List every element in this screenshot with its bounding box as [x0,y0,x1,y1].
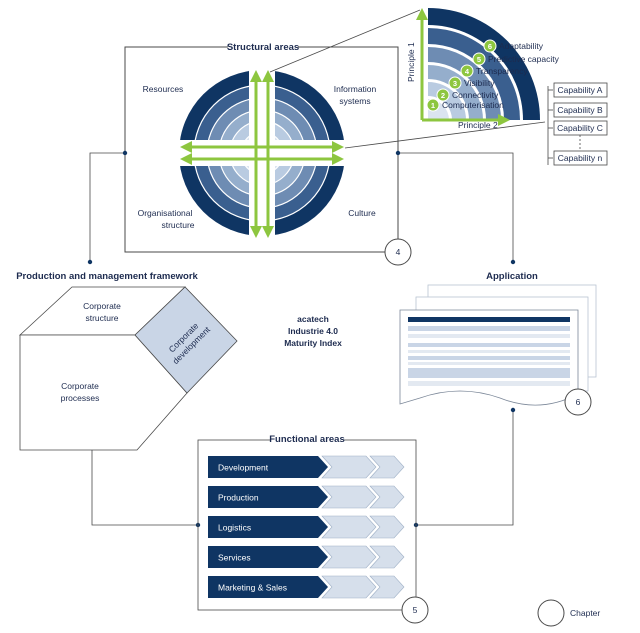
maturity-stage-number: 2 [441,91,445,100]
svg-text:acatech: acatech [297,314,329,324]
zoom-lines [269,9,546,149]
capabilities-list: Capability A Capability B Capability C C… [547,82,608,166]
maturity-stage-1: 1 Computerisation [426,98,504,112]
connector-lines [89,152,514,526]
quadrant-information-systems-1: Information [334,84,377,94]
svg-text:Industrie 4.0: Industrie 4.0 [288,326,338,336]
quadrant-culture: Culture [348,208,376,218]
maturity-stage-label: Connectivity [452,90,499,100]
maturity-stage-4: 4 Transparency [460,64,528,78]
svg-text:Maturity Index: Maturity Index [284,338,342,348]
chapter-legend: Chapter [537,599,600,627]
quadrant-resources: Resources [143,84,184,94]
functional-row: Development [208,455,405,479]
maturity-stage-number: 4 [465,67,470,76]
chapter-badge-6: 6 [564,388,592,416]
maturity-stage-3: 3 Visibility [448,76,495,90]
maturity-stage-label: Adaptability [499,41,544,51]
maturity-stage-label: Visibility [464,78,495,88]
corporate-processes-label-2: processes [61,393,100,403]
svg-text:4: 4 [396,247,401,257]
svg-text:5: 5 [413,605,418,615]
functional-areas-title: Functional areas [269,434,345,445]
framework-title: Production and management framework [16,271,198,282]
capability-a: Capability A [553,82,608,98]
functional-row: Services [208,545,405,569]
principle-1-label: Principle 1 [406,42,416,82]
structural-circle [175,66,350,241]
functional-row: Production [208,485,405,509]
maturity-stages-detail: Principle 1 Principle 2 1 Computerisation… [406,8,560,130]
corporate-structure-label-2: structure [85,313,118,323]
corporate-structure-label-1: Corporate [83,301,121,311]
capability-n: Capability n [553,150,608,166]
maturity-stage-number: 6 [488,42,492,51]
functional-areas-section: Functional areas DevelopmentProductionLo… [197,432,429,624]
application-title: Application [486,271,538,282]
functional-row-label: Marketing & Sales [218,583,287,593]
center-title: acatech Industrie 4.0 Maturity Index [284,314,342,348]
svg-text:Capability A: Capability A [558,85,603,95]
structural-areas-title: Structural areas [227,42,299,53]
capability-c: Capability C [553,120,608,136]
maturity-stage-number: 1 [431,101,435,110]
functional-row: Marketing & Sales [208,575,405,599]
application-documents: 6 [399,284,597,416]
chapter-badge-5: 5 [401,596,429,624]
chapter-badge-4: 4 [384,238,412,266]
maturity-stage-5: 5 Predictive capacity [472,52,560,66]
maturity-stage-2: 2 Connectivity [436,88,499,102]
functional-row-label: Logistics [218,523,251,533]
maturity-stage-label: Transparency [476,66,528,76]
capability-b: Capability B [553,102,608,118]
maturity-stage-label: Predictive capacity [488,54,560,64]
quadrant-organisational-structure-2: structure [161,220,194,230]
maturity-stage-number: 3 [453,79,457,88]
corporate-processes-label-1: Corporate [61,381,99,391]
chapter-legend-label: Chapter [570,608,600,618]
quadrant-information-systems-2: systems [339,96,370,106]
svg-text:Capability C: Capability C [557,123,603,133]
svg-text:6: 6 [576,397,581,407]
svg-text:Capability n: Capability n [558,153,603,163]
principle-axes [416,8,510,126]
functional-area-rows: DevelopmentProductionLogisticsServicesMa… [208,455,405,599]
functional-row: Logistics [208,515,405,539]
svg-text:Capability B: Capability B [557,105,603,115]
maturity-stage-6: 6 Adaptability [483,39,544,53]
functional-row-label: Production [218,493,259,503]
functional-row-label: Services [218,553,251,563]
quadrant-organisational-structure-1: Organisational [138,208,193,218]
functional-row-label: Development [218,463,269,473]
structural-cross-arrows [180,70,344,238]
maturity-stage-number: 5 [477,55,481,64]
principle-2-label: Principle 2 [458,120,498,130]
chapter-legend-circle [537,599,565,627]
maturity-stage-label: Computerisation [442,100,504,110]
structural-areas-section: Structural areas [124,40,412,266]
framework-shape: Corporate structure Corporate developmen… [18,286,238,451]
